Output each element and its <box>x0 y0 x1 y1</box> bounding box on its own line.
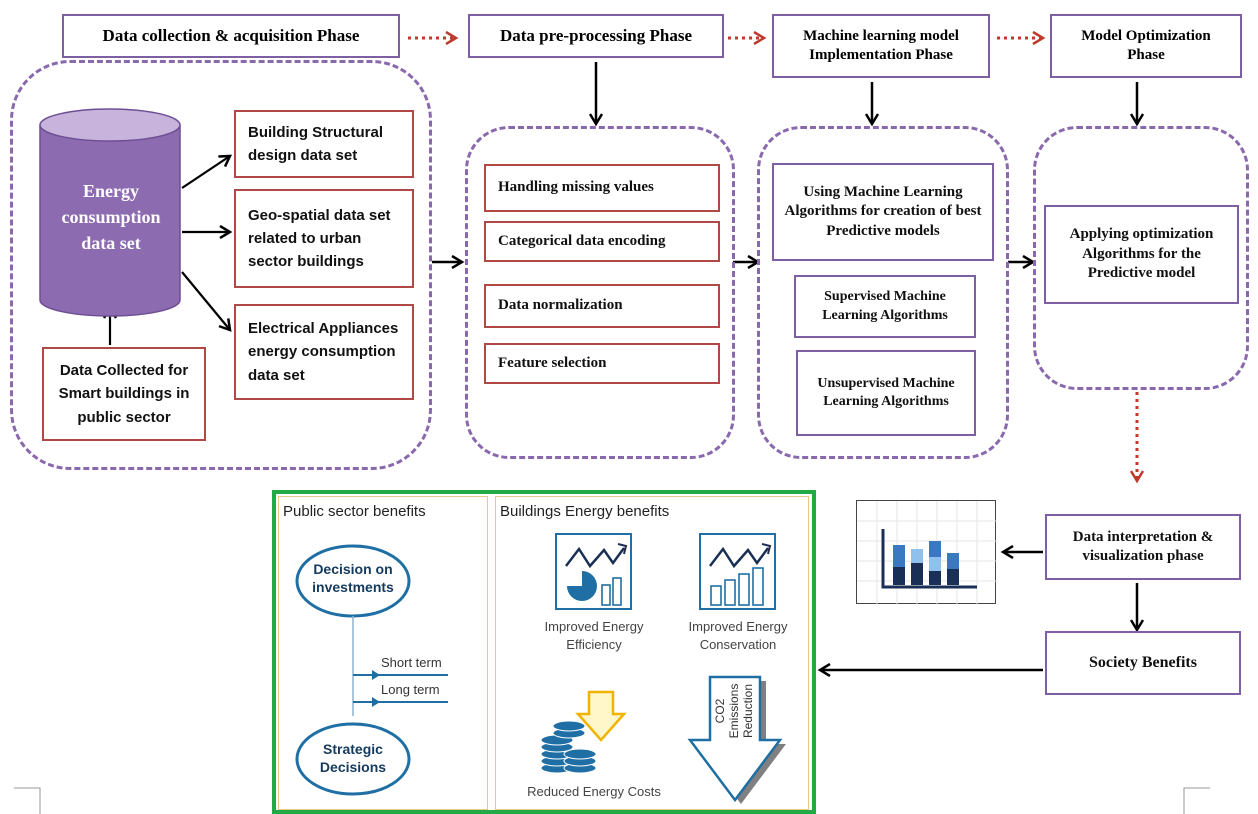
group-ml <box>757 126 1009 459</box>
group-collection <box>10 60 432 470</box>
ml-main-box: Using Machine Learning Algorithms for cr… <box>772 163 994 261</box>
dataset-structural: Building Structural design data set <box>234 110 414 178</box>
phase-society: Society Benefits <box>1045 631 1241 695</box>
step-normalization: Data normalization <box>484 284 720 328</box>
co2-label: CO2 Emissions Reduction <box>713 683 755 739</box>
dataset-electrical: Electrical Appliances energy consumption… <box>234 304 414 400</box>
arrow-cyl-to-ds1 <box>181 156 230 189</box>
step-categorical-encoding: Categorical data encoding <box>484 221 720 262</box>
step-missing-values: Handling missing values <box>484 164 720 212</box>
bar-chart-icon <box>856 500 997 605</box>
source-box: Data Collected for Smart buildings in pu… <box>42 347 206 441</box>
group-preprocessing <box>465 126 735 459</box>
strategic-decisions-node: Strategic Decisions <box>319 741 387 776</box>
cylinder-label: Energy consumption data set <box>61 181 161 254</box>
phase-optimization: Model Optimization Phase <box>1050 14 1242 78</box>
phase-ml-implementation: Machine learning model Implementation Ph… <box>772 14 990 78</box>
conservation-label: Improved Energy Conservation <box>688 619 788 652</box>
corner-mark-left <box>14 787 41 814</box>
phase-collection: Data collection & acquisition Phase <box>62 14 400 58</box>
long-term-label: Long term <box>381 682 440 697</box>
energy-title: Buildings Energy benefits <box>500 503 670 520</box>
phase-preprocessing: Data pre-processing Phase <box>468 14 724 58</box>
group-optimization <box>1033 126 1249 390</box>
step-feature-selection: Feature selection <box>484 343 720 384</box>
phase-interpretation: Data interpretation & visualization phas… <box>1045 514 1241 580</box>
costs-label: Reduced Energy Costs <box>527 784 661 799</box>
ml-supervised-box: Supervised Machine Learning Algorithms <box>794 275 976 338</box>
energy-panel <box>495 496 809 810</box>
decision-investments-node: Decision on investments <box>312 561 394 596</box>
public-sector-panel <box>278 496 488 810</box>
ml-unsupervised-box: Unsupervised Machine Learning Algorithms <box>796 350 976 436</box>
corner-mark-right <box>1183 787 1210 814</box>
short-term-label: Short term <box>381 655 442 670</box>
efficiency-label: Improved Energy Efficiency <box>544 619 644 652</box>
dataset-geospatial: Geo-spatial data set related to urban se… <box>234 189 414 288</box>
public-sector-title: Public sector benefits <box>283 503 426 520</box>
arrow-cyl-to-ds3 <box>181 271 230 330</box>
optimization-box: Applying optimization Algorithms for the… <box>1044 205 1239 304</box>
